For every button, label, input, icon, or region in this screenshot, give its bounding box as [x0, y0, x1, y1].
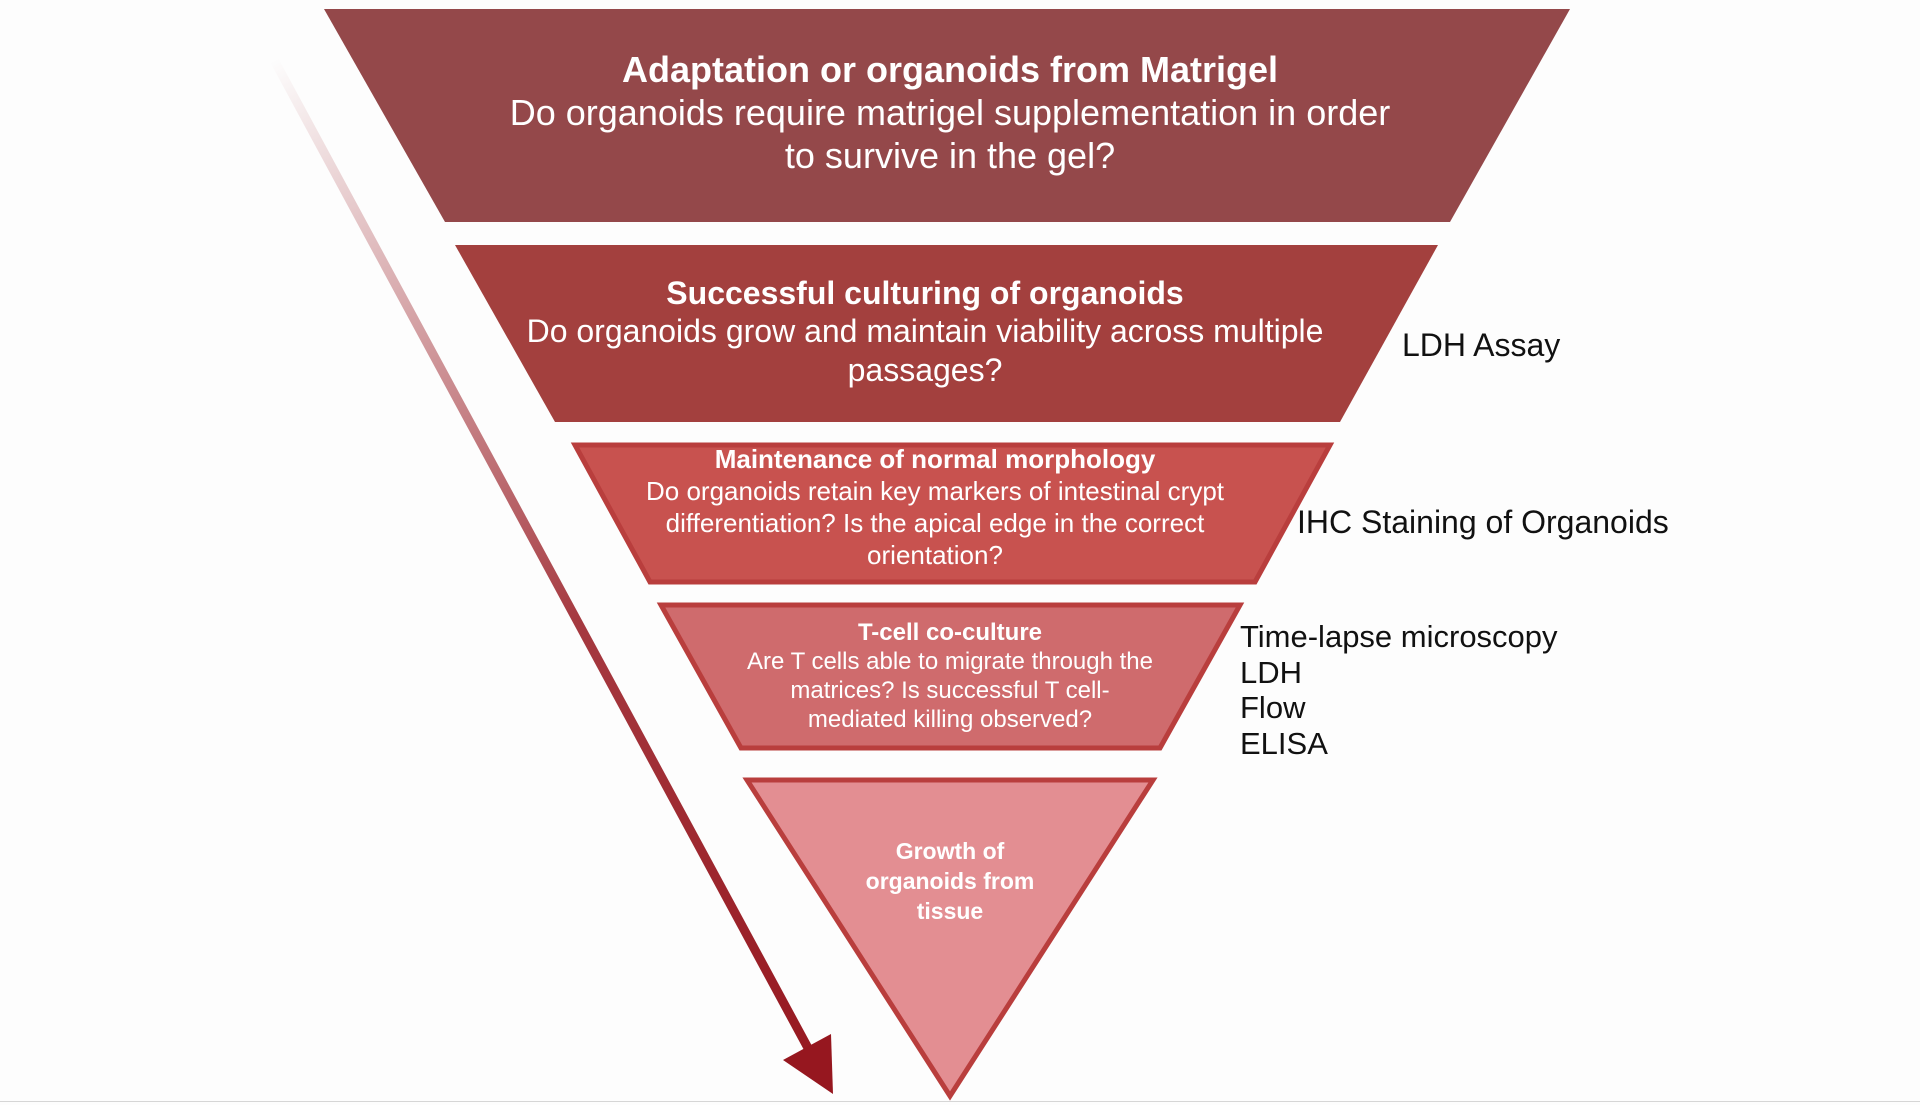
- tier-4-title: T-cell co-culture: [857, 619, 1043, 646]
- tier-5-title-line-1: Growth of: [895, 838, 1005, 864]
- tier-1-title: Adaptation or organoids from Matrigel: [621, 49, 1278, 90]
- tier-3-question-line-3: orientation?: [867, 540, 1003, 570]
- tier-3-title: Maintenance of normal morphology: [714, 444, 1156, 474]
- assay-label-tier-3: IHC Staining of Organoids: [1297, 504, 1669, 540]
- tier-3-question-line-2: differentiation? Is the apical edge in t…: [665, 508, 1205, 538]
- tier-4-question-line-3: mediated killing observed?: [807, 706, 1093, 733]
- assay-item: Time-lapse microscopy: [1240, 619, 1558, 654]
- funnel-tier-4-shape: [656, 602, 1245, 751]
- progress-arrowhead: [783, 1034, 833, 1094]
- funnel-tier-2-shape: [455, 245, 1438, 422]
- tier-1-question-line-1: Do organoids require matrigel supplement…: [509, 92, 1391, 133]
- tier-3-question-line-1: Do organoids retain key markers of intes…: [645, 476, 1225, 506]
- funnel-tier-1-shape: [324, 9, 1570, 222]
- assay-label-tier-2: LDH Assay: [1402, 327, 1561, 363]
- assay-item: ELISA: [1240, 725, 1328, 761]
- progress-arrow-shaft: [269, 55, 812, 1051]
- tier-2-question-line-1: Do organoids grow and maintain viability…: [526, 313, 1324, 349]
- funnel-tier-5: Growth of organoids from tissue: [830, 836, 1070, 926]
- tier-2-question-line-2: passages?: [847, 352, 1003, 388]
- tier-4-question-line-1: Are T cells able to migrate through the: [746, 648, 1153, 675]
- funnel-tier-3-shape: [570, 442, 1335, 585]
- assay-list-tier-4: Time-lapse microscopy LDH Flow ELISA: [1240, 619, 1558, 761]
- tier-1-question-line-2: to survive in the gel?: [784, 135, 1116, 176]
- funnel-tier-4: T-cell co-culture Are T cells able to mi…: [710, 616, 1190, 736]
- funnel-tier-2: Successful culturing of organoids Do org…: [490, 272, 1360, 392]
- assay-item: LDH: [1240, 654, 1303, 690]
- funnel-tier-1: Adaptation or organoids from Matrigel Do…: [440, 48, 1460, 178]
- funnel-tier-5-shape: [742, 777, 1158, 1101]
- tier-5-title-line-3: tissue: [916, 898, 984, 924]
- tier-2-title: Successful culturing of organoids: [666, 275, 1184, 311]
- assay-item: Flow: [1240, 690, 1306, 725]
- funnel-tier-3: Maintenance of normal morphology Do orga…: [605, 442, 1265, 572]
- tier-4-question-line-2: matrices? Is successful T cell-: [790, 677, 1110, 704]
- tier-5-title-line-2: organoids from: [865, 868, 1035, 894]
- divider: [0, 1101, 1920, 1102]
